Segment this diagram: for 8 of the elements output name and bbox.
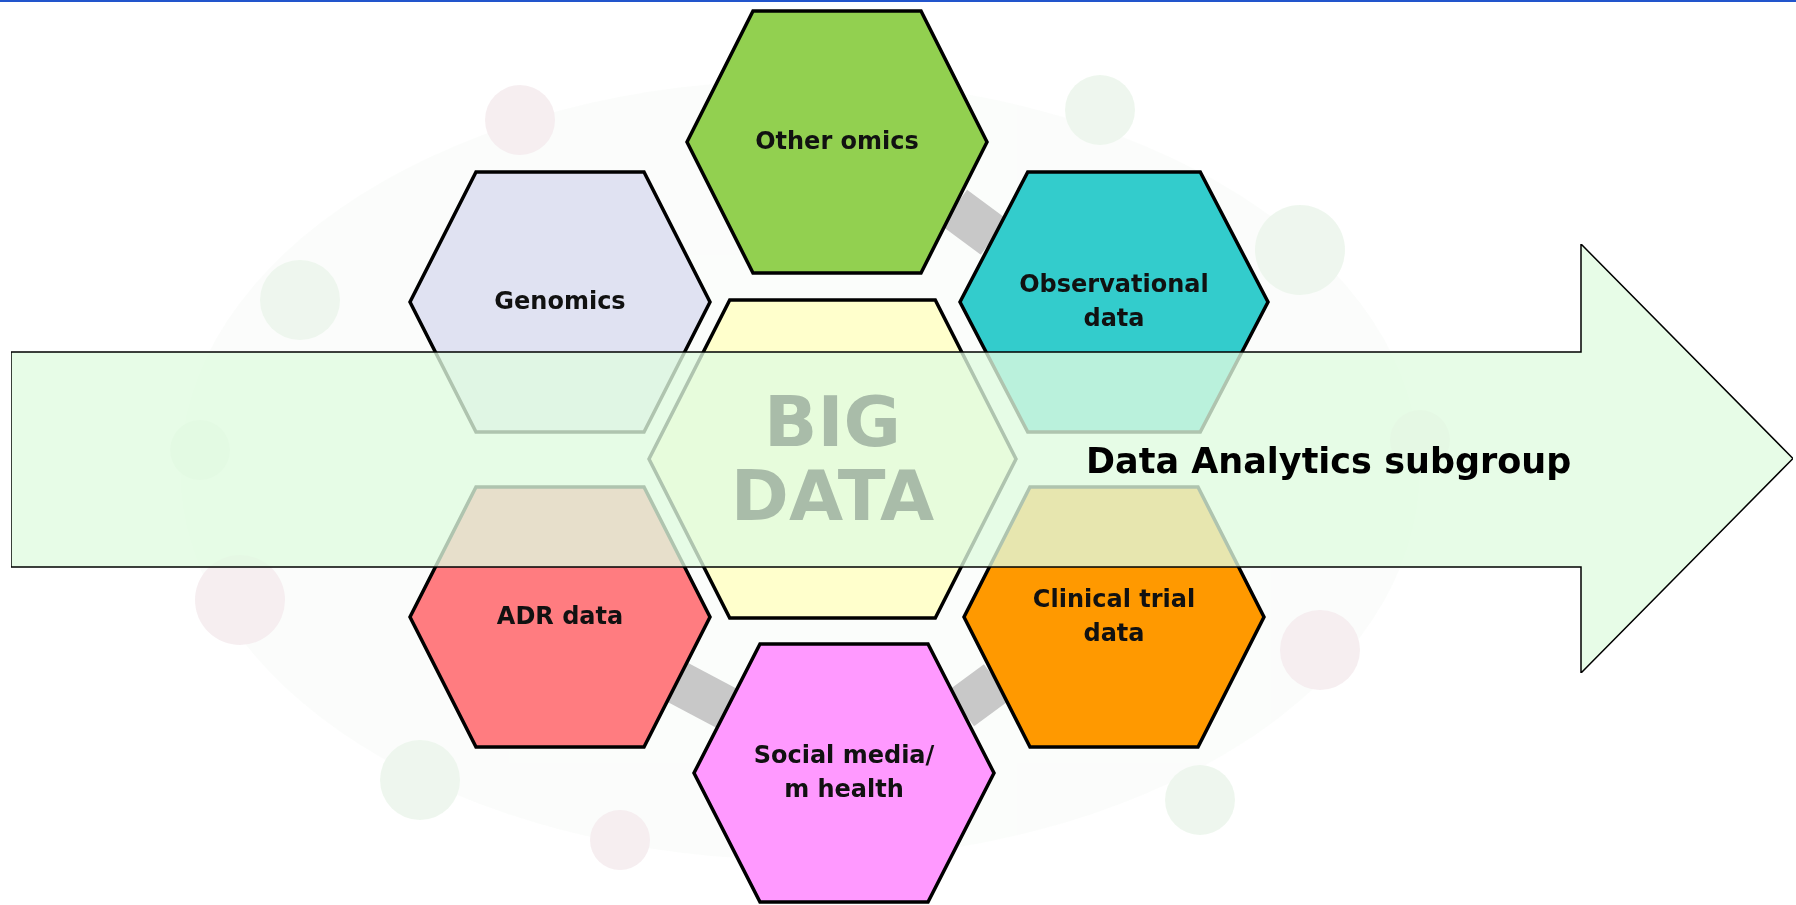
- hexagon-label: Social media/ m health: [752, 740, 936, 805]
- hexagon-label: Observational data: [1018, 269, 1210, 334]
- hexagon-label: Other omics: [754, 126, 920, 158]
- hexagon-label: Genomics: [493, 286, 627, 318]
- hexagon-label: Clinical trial data: [1031, 584, 1197, 649]
- center-title: BIG DATA: [729, 385, 936, 533]
- hexagon-label: ADR data: [495, 601, 625, 633]
- arrow-label: Data Analytics subgroup: [1086, 441, 1572, 481]
